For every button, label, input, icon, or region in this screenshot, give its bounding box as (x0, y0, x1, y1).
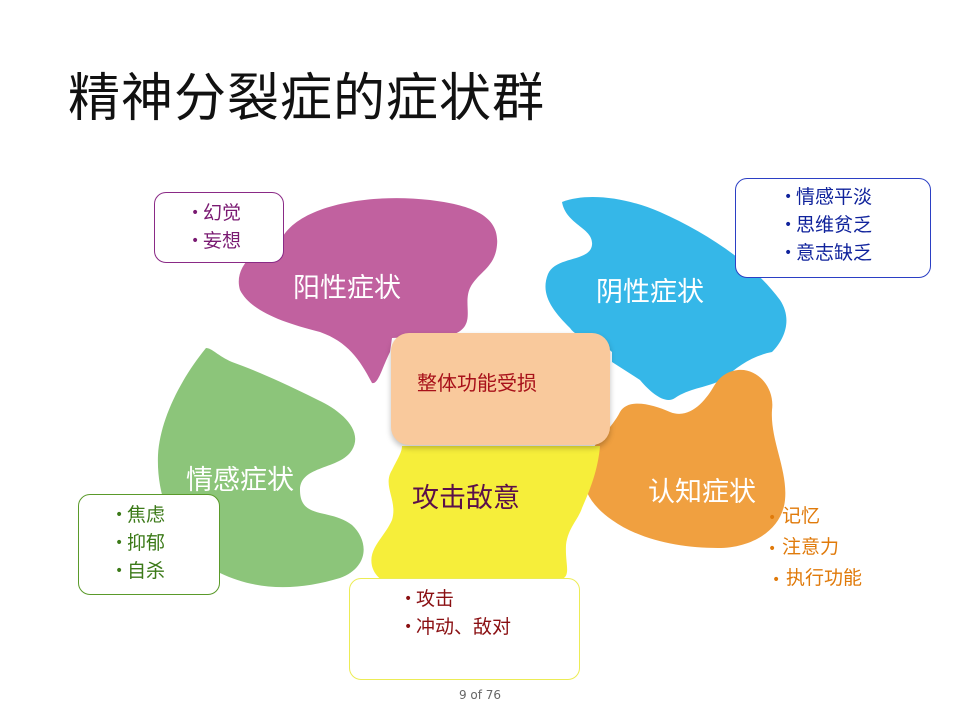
cognitive-item-3: 执行功能 (786, 567, 863, 589)
affective-symptoms-box: •焦虑 •抑郁 •自杀 (78, 494, 220, 595)
list-item: • 执行功能 (768, 564, 862, 595)
bullet-icon: • (404, 619, 413, 635)
list-item: •幻觉 (191, 199, 283, 227)
list-item: •焦虑 (115, 501, 219, 529)
aggressive-item-1: 攻击 (416, 588, 455, 610)
bullet-icon: • (772, 572, 781, 588)
center-label: 整体功能受损 (417, 371, 537, 395)
positive-item-2: 妄想 (203, 230, 242, 252)
bullet-icon: • (768, 510, 777, 526)
list-item: • 注意力 (768, 533, 862, 564)
puzzle-piece-positive (238, 198, 498, 384)
center-impairment-box: 整体功能受损 (391, 333, 610, 445)
label-cognitive-symptoms: 认知症状 (648, 477, 756, 508)
affective-item-3: 自杀 (127, 560, 166, 582)
bullet-icon: • (191, 233, 200, 249)
list-item: •冲动、敌对 (404, 613, 579, 641)
aggressive-item-2: 冲动、敌对 (416, 616, 512, 638)
positive-item-1: 幻觉 (203, 202, 242, 224)
bullet-icon: • (115, 563, 124, 579)
bullet-icon: • (784, 189, 793, 205)
list-item: •攻击 (404, 585, 579, 613)
affective-item-1: 焦虑 (127, 504, 166, 526)
list-item: •妄想 (191, 227, 283, 255)
puzzle-piece-cognitive (583, 369, 786, 548)
cognitive-symptoms-list: •记忆 •注意力 •执行功能 (768, 502, 862, 595)
list-item: • 记忆 (768, 502, 862, 533)
bullet-icon: • (768, 541, 777, 557)
bullet-icon: • (784, 245, 793, 261)
list-item: •抑郁 (115, 529, 219, 557)
cognitive-item-2: 注意力 (782, 536, 840, 558)
puzzle-piece-negative (545, 197, 787, 400)
bullet-icon: • (784, 217, 793, 233)
list-item: •自杀 (115, 557, 219, 585)
bullet-icon: • (404, 591, 413, 607)
list-item: •思维贫乏 (784, 211, 930, 239)
slide-title: 精神分裂症的症状群 (68, 69, 546, 129)
negative-symptoms-box: •情感平淡 •思维贫乏 •意志缺乏 (735, 178, 931, 278)
page-indicator: 9 of 76 (458, 688, 502, 702)
positive-symptoms-box: •幻觉 •妄想 (154, 192, 284, 263)
aggressive-symptoms-box: •攻击 •冲动、敌对 (349, 578, 580, 680)
puzzle-piece-aggressive (371, 446, 600, 590)
label-affective-symptoms: 情感症状 (186, 465, 294, 496)
list-item: •情感平淡 (784, 183, 930, 211)
list-item: •意志缺乏 (784, 239, 930, 267)
label-aggressive-symptoms: 攻击敌意 (412, 483, 520, 514)
bullet-icon: • (115, 535, 124, 551)
negative-item-1: 情感平淡 (796, 186, 873, 208)
cognitive-item-1: 记忆 (782, 505, 821, 527)
label-positive-symptoms: 阳性症状 (293, 273, 401, 304)
bullet-icon: • (191, 205, 200, 221)
affective-item-2: 抑郁 (127, 532, 166, 554)
negative-item-3: 意志缺乏 (796, 242, 873, 264)
negative-item-2: 思维贫乏 (796, 214, 873, 236)
bullet-icon: • (115, 507, 124, 523)
label-negative-symptoms: 阴性症状 (596, 277, 704, 308)
